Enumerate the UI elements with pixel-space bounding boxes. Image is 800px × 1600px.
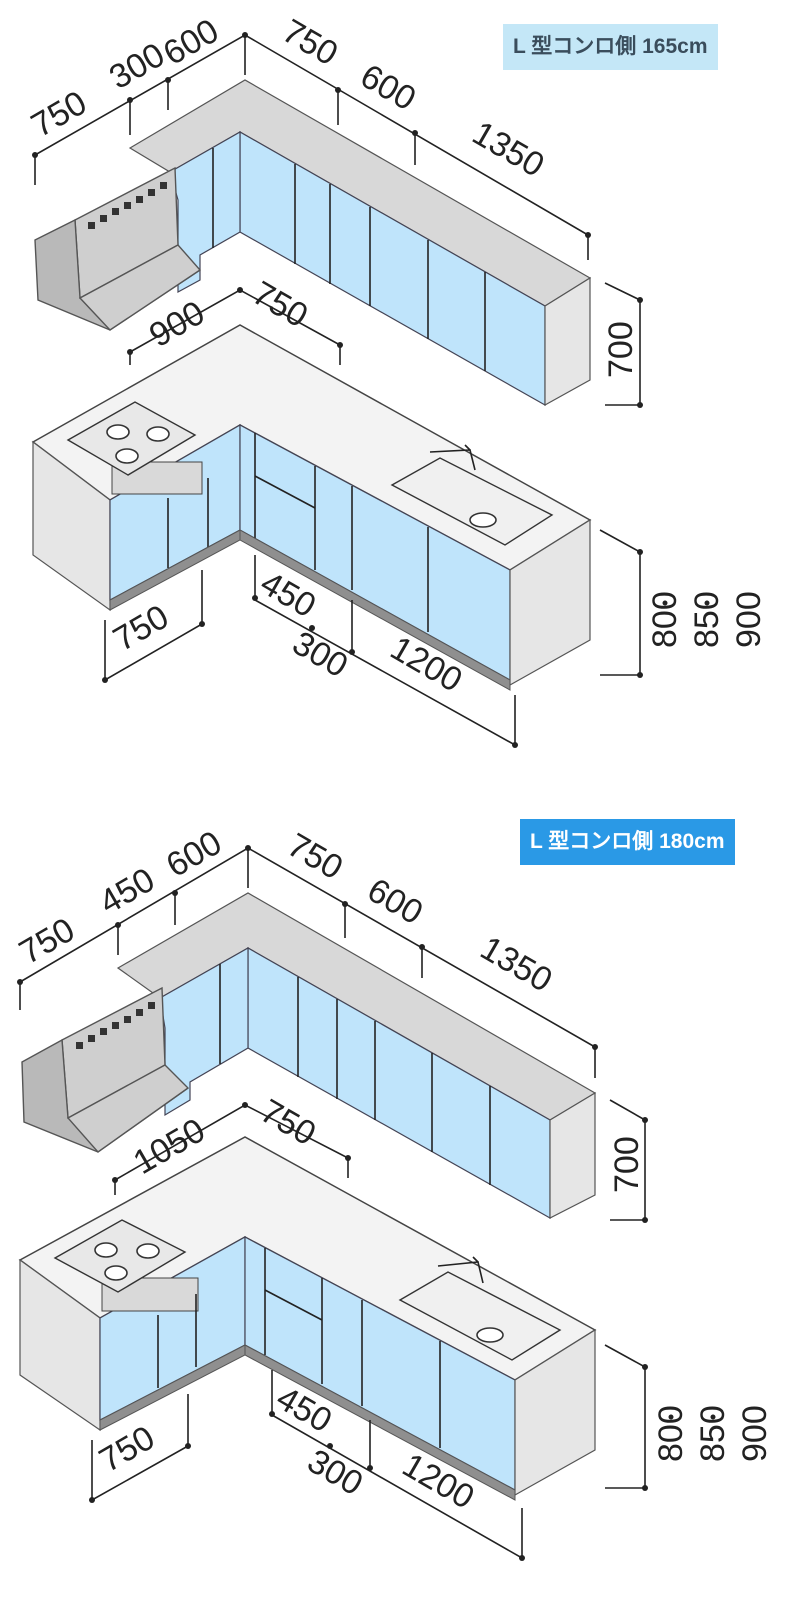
kitchen-diagram-180: 750 450 600 750 600 1350 700 1050 750 75… (0, 800, 800, 1600)
wall-right-dim-2: 600 (354, 57, 422, 118)
base-right-dim-2: 300 (301, 1442, 369, 1503)
wall-height-dim: 700 (608, 1136, 646, 1193)
hood-vents (88, 182, 167, 229)
wall-right-dim-3: 1350 (466, 114, 551, 185)
sink (390, 457, 554, 546)
wall-right-dim-2: 600 (361, 871, 429, 932)
wall-cabinet-front-left (169, 130, 241, 294)
counter-right-dim: 750 (246, 274, 314, 335)
wall-left-dim-1: 750 (25, 84, 93, 145)
kitchen-drawing-180: 750 450 600 750 600 1350 700 1050 750 75… (13, 824, 774, 1561)
base-height-dim-2: 850 (694, 1405, 732, 1462)
wall-right-dim-1: 750 (281, 826, 349, 887)
counter-right-dim: 750 (254, 1092, 322, 1153)
sink (398, 1271, 562, 1361)
base-height-dim-2: 850 (688, 591, 726, 648)
dimension-lines (32, 32, 643, 748)
dimension-lines (17, 845, 648, 1561)
kitchen-diagram-165: 750 300 600 750 600 1350 700 900 750 750… (25, 12, 768, 748)
base-cabinet-end (514, 1328, 596, 1497)
wall-right-dim-3: 1350 (474, 929, 559, 1000)
faucet (429, 444, 476, 471)
base-height-dim-3: 900 (736, 1405, 774, 1462)
wall-cabinet-front-left (159, 946, 249, 1117)
wall-cabinet-end (544, 276, 591, 407)
cooktop (53, 1219, 187, 1293)
variant-label-165: L 型コンロ側 165cm (503, 24, 718, 70)
kitchen-drawing-165: 750 300 600 750 600 1350 700 900 750 750… (25, 12, 768, 748)
cooktop (66, 401, 197, 476)
wall-left-dim-1: 750 (13, 911, 81, 972)
wall-left-dim-3: 600 (160, 824, 228, 885)
wall-cabinet-end (549, 1091, 596, 1219)
base-right-dim-2: 300 (286, 624, 354, 685)
wall-height-dim: 700 (602, 321, 640, 378)
base-height-dim-1: 800 (652, 1405, 690, 1462)
base-cabinet-end (509, 518, 591, 687)
hood-vents (76, 1002, 155, 1049)
base-height-dim-3: 900 (730, 591, 768, 648)
base-height-dim-1: 800 (646, 591, 684, 648)
wall-right-dim-1: 750 (276, 12, 344, 73)
base-left-dim: 750 (107, 598, 175, 659)
variant-label-180: L 型コンロ側 180cm (520, 819, 735, 865)
counter-left-dim: 900 (143, 294, 211, 355)
faucet (437, 1256, 484, 1284)
wall-left-dim-2: 450 (93, 861, 161, 922)
